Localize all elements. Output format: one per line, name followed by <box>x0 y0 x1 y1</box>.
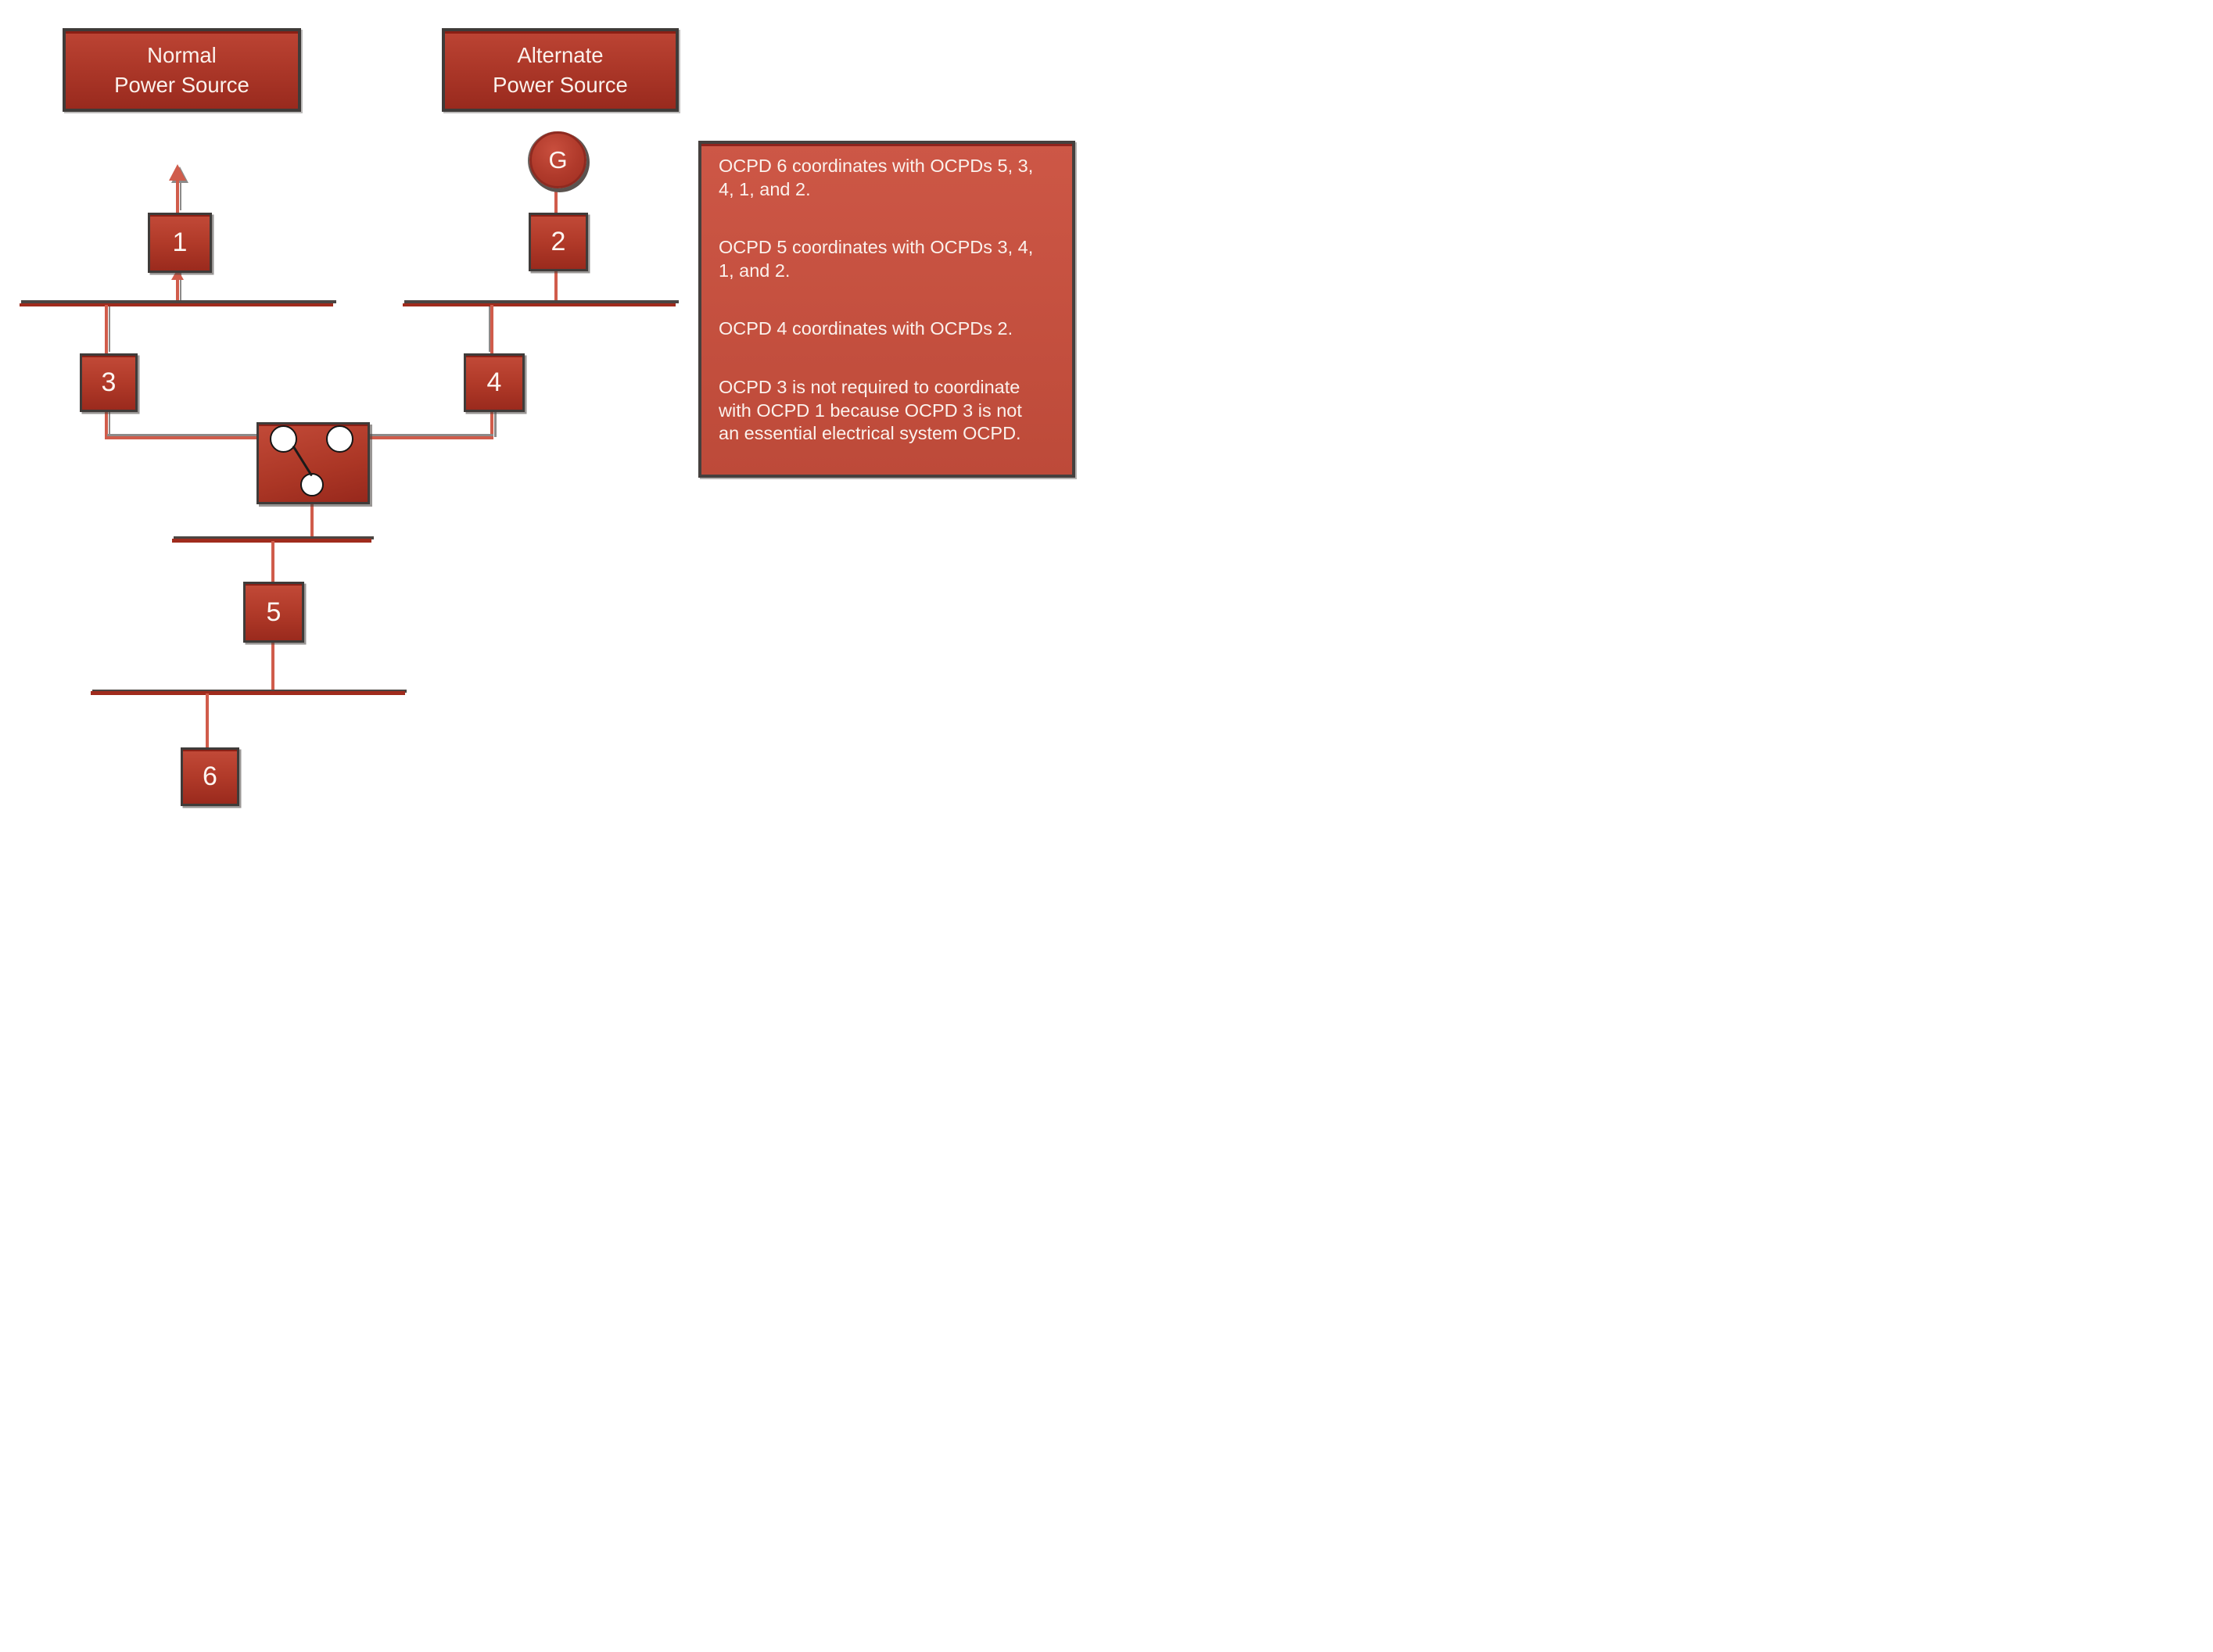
connector-bus-to-ocpd4 <box>490 305 493 354</box>
transfer-switch <box>256 422 370 504</box>
connector-shadow <box>364 434 493 436</box>
connector-shadow <box>488 306 490 352</box>
alternate-power-source-box: Alternate Power Source <box>442 28 679 112</box>
connector-ocpd3-to-switch <box>105 435 258 439</box>
connector-generator-to-ocpd2 <box>554 183 558 214</box>
connector-ocpd3-down <box>105 407 108 439</box>
generator-label: G <box>548 145 568 174</box>
connector-shadow <box>179 271 181 301</box>
connector-ocpd4-to-switch <box>364 435 493 439</box>
normal-power-source-box: Normal Power Source <box>63 28 301 112</box>
ocpd-4-label: 4 <box>486 367 502 397</box>
switch-blade-icon <box>292 445 313 477</box>
one-line-diagram: Normal Power Source Alternate Power Sour… <box>0 0 1106 826</box>
connector-shadow <box>179 182 181 210</box>
note-ocpd3: OCPD 3 is not required to coordinate wit… <box>719 377 1022 444</box>
arrow-up-icon <box>169 164 186 181</box>
connector-ocpd1-to-bus <box>176 269 179 304</box>
bus-load-lower-shadow <box>92 689 407 693</box>
switch-terminal-normal-icon <box>270 425 297 453</box>
note-ocpd6: OCPD 6 coordinates with OCPDs 5, 3, 4, 1… <box>719 156 1034 199</box>
bus-right-shadow <box>404 300 679 303</box>
connector-shadow <box>108 306 110 352</box>
alternate-power-source-label: Alternate Power Source <box>493 42 628 97</box>
connector-bus-to-ocpd5 <box>271 541 274 583</box>
connector-ocpd2-to-bus <box>554 266 558 303</box>
connector-ocpd5-to-bus <box>271 636 274 691</box>
ocpd-6-box: 6 <box>181 747 239 806</box>
bus-left <box>20 303 333 306</box>
connector-ocpd4-down <box>490 407 493 439</box>
connector-bus-to-ocpd6 <box>206 693 209 749</box>
ocpd-5-box: 5 <box>243 582 304 643</box>
bus-right <box>403 303 676 306</box>
ocpd-6-label: 6 <box>203 761 217 791</box>
bus-load-upper-shadow <box>174 536 374 539</box>
ocpd-2-label: 2 <box>551 227 566 256</box>
bus-load-lower <box>91 691 405 695</box>
ocpd-5-label: 5 <box>266 597 282 627</box>
switch-terminal-alternate-icon <box>326 425 353 453</box>
bus-left-shadow <box>21 300 336 303</box>
ocpd-4-box: 4 <box>464 353 525 412</box>
ocpd-1-label: 1 <box>172 228 188 257</box>
coordination-notes-panel: OCPD 6 coordinates with OCPDs 5, 3, 4, 1… <box>698 141 1075 478</box>
note-ocpd4: OCPD 4 coordinates with OCPDs 2. <box>719 318 1013 339</box>
generator-circle: G <box>529 131 586 188</box>
connector-normal-to-ocpd1 <box>176 179 179 213</box>
normal-power-source-label: Normal Power Source <box>114 42 249 97</box>
ocpd-2-box: 2 <box>529 213 588 271</box>
connector-switch-to-bus <box>310 499 314 539</box>
connector-bus-to-ocpd3 <box>105 305 108 354</box>
connector-shadow <box>494 408 497 437</box>
note-ocpd5: OCPD 5 coordinates with OCPDs 3, 4, 1, a… <box>719 237 1034 281</box>
switch-terminal-load-icon <box>300 473 324 496</box>
ocpd-3-label: 3 <box>101 367 117 397</box>
bus-load-upper <box>172 539 371 543</box>
connector-shadow <box>108 408 110 437</box>
ocpd-3-box: 3 <box>80 353 138 412</box>
ocpd-1-box: 1 <box>148 213 212 273</box>
connector-shadow <box>107 434 258 436</box>
